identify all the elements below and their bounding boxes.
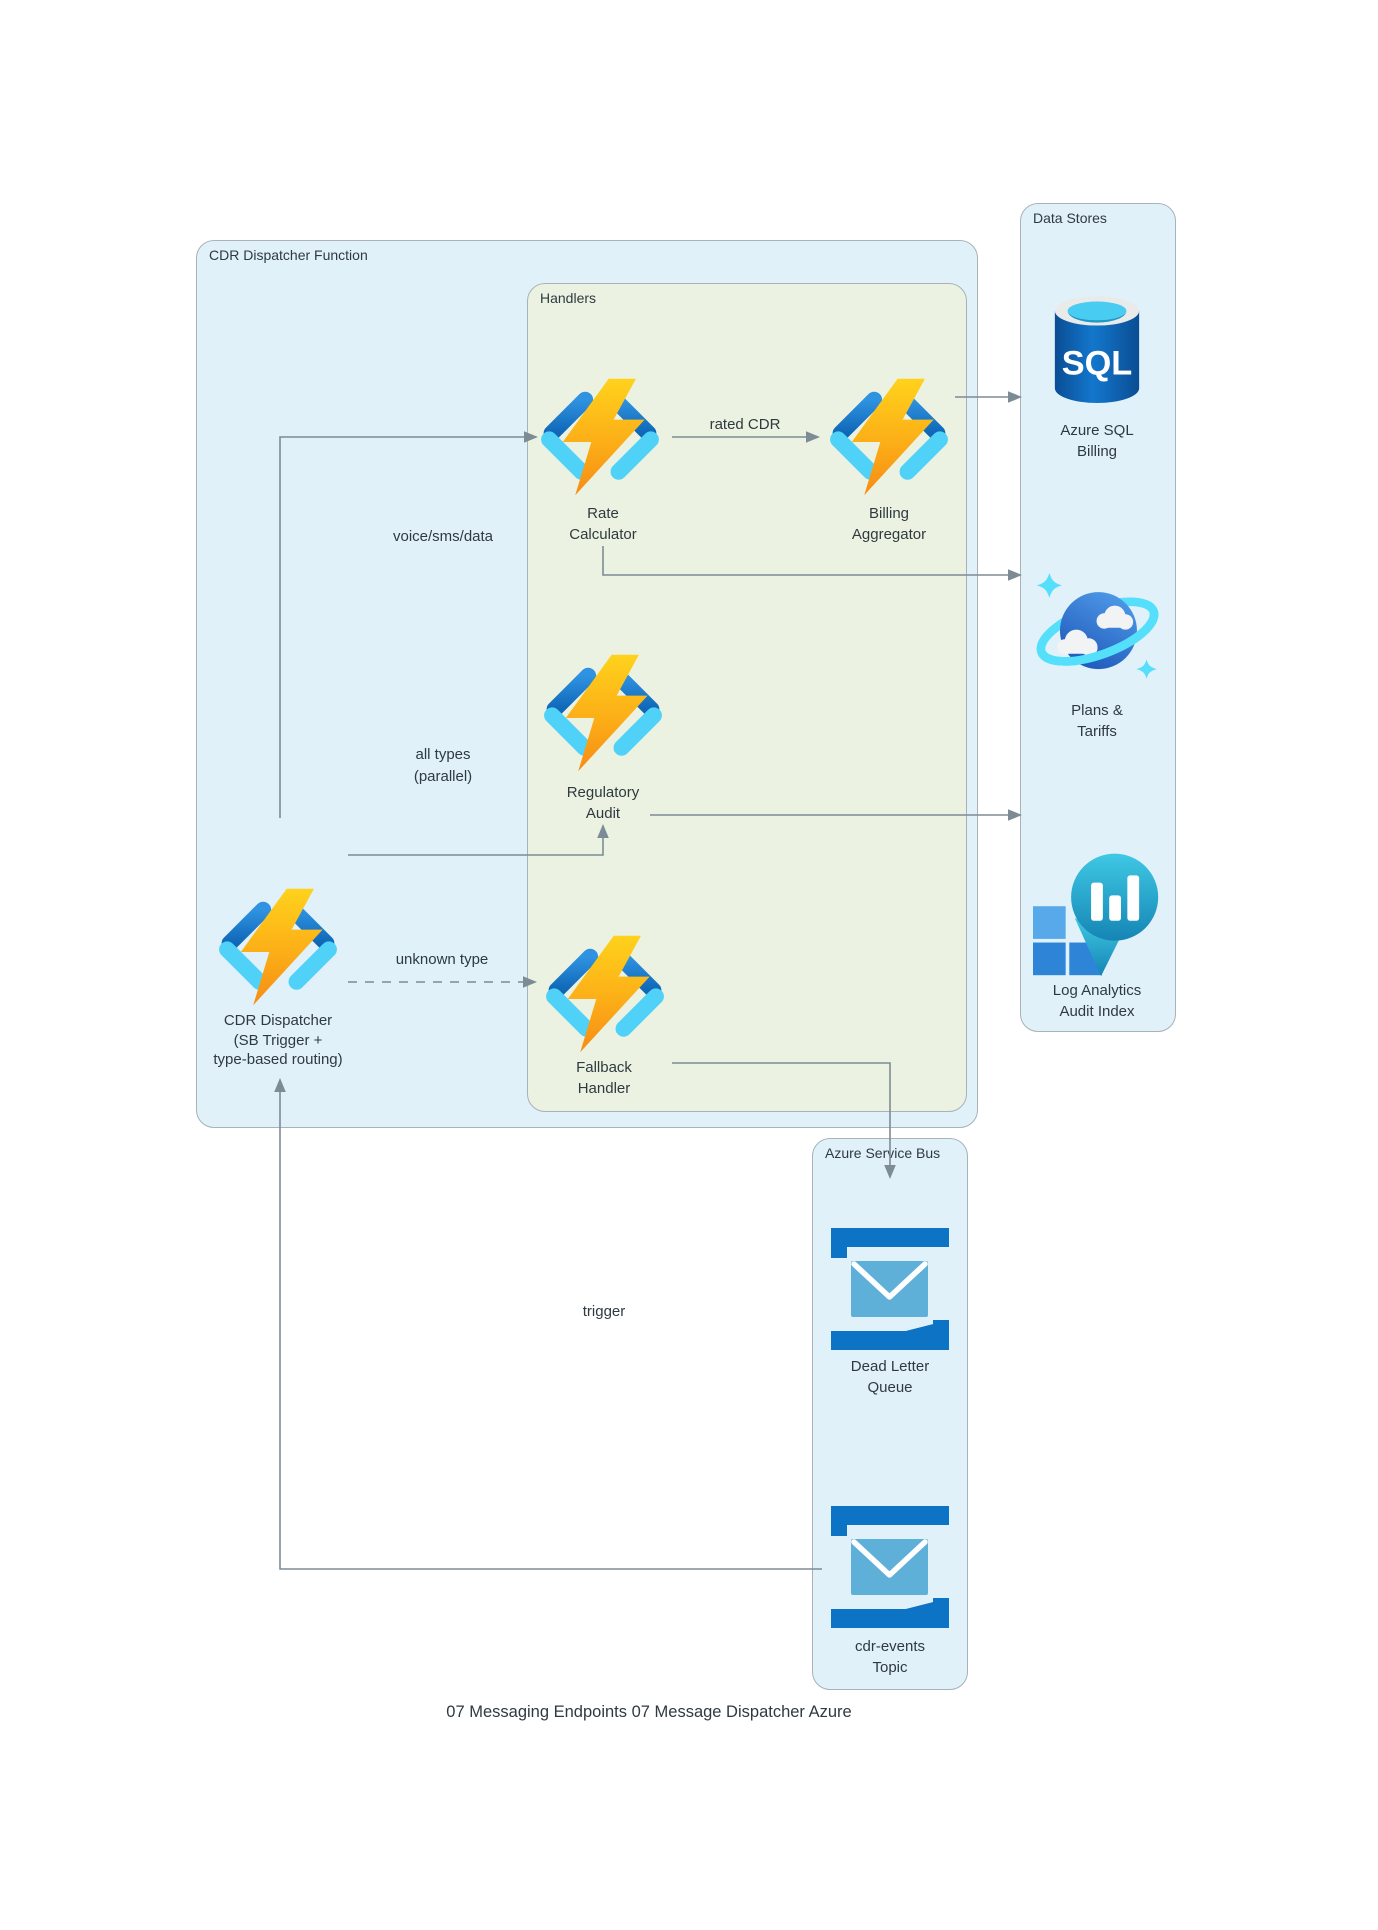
edge-label-voice-sms-data: voice/sms/data bbox=[392, 528, 494, 545]
arrowhead bbox=[884, 1165, 896, 1179]
store-label-plans-tariffs: Plans &Tariffs bbox=[1071, 702, 1123, 740]
diagram-caption: 07 Messaging Endpoints 07 Message Dispat… bbox=[446, 1703, 852, 1721]
arrowhead bbox=[1008, 569, 1022, 581]
log-analytics-icon bbox=[1033, 853, 1159, 977]
azure-function-icon-regulatory-audit bbox=[541, 652, 665, 774]
edge-label-all-types: all types(parallel) bbox=[413, 746, 473, 785]
service-bus-queue-icon-dead-letter bbox=[823, 1222, 957, 1356]
arrowhead bbox=[1008, 391, 1022, 403]
node-label-cdr-dispatcher: CDR Dispatcher(SB Trigger +type-based ro… bbox=[213, 1012, 343, 1068]
container-title: Azure Service Bus bbox=[825, 1145, 941, 1161]
planet-plans-tariffs-icon bbox=[1036, 572, 1159, 679]
arrowhead bbox=[1008, 809, 1022, 821]
azure-sql-database-icon: SQL bbox=[1054, 296, 1140, 403]
edge-label-trigger: trigger bbox=[582, 1303, 626, 1320]
container-title: Data Stores bbox=[1033, 210, 1107, 226]
edge-all-types bbox=[348, 837, 604, 856]
container-title: CDR Dispatcher Function bbox=[209, 247, 368, 263]
azure-function-icon-billing-aggregator bbox=[827, 376, 951, 498]
arrowhead bbox=[597, 824, 609, 838]
azure-function-icon-rate-calculator bbox=[538, 376, 662, 498]
edge-rate-to-plans bbox=[602, 546, 1009, 576]
container-title: Handlers bbox=[540, 290, 597, 306]
edge-fallback-to-dlq bbox=[672, 1062, 891, 1166]
edge-voice-sms-data bbox=[279, 436, 525, 818]
azure-function-icon-fallback-handler bbox=[543, 933, 667, 1055]
arrowhead bbox=[806, 431, 820, 443]
edge-label-rated-cdr: rated CDR bbox=[709, 416, 781, 433]
arrowhead bbox=[523, 976, 537, 988]
edge-label-unknown-type: unknown type bbox=[395, 951, 489, 968]
edge-trigger bbox=[279, 1091, 822, 1570]
azure-function-icon-cdr-dispatcher bbox=[216, 886, 340, 1008]
svg-text:SQL: SQL bbox=[1062, 345, 1133, 383]
arrowhead bbox=[524, 431, 538, 443]
service-bus-topic-icon-cdr-events bbox=[823, 1500, 957, 1634]
arrowhead bbox=[274, 1078, 286, 1092]
